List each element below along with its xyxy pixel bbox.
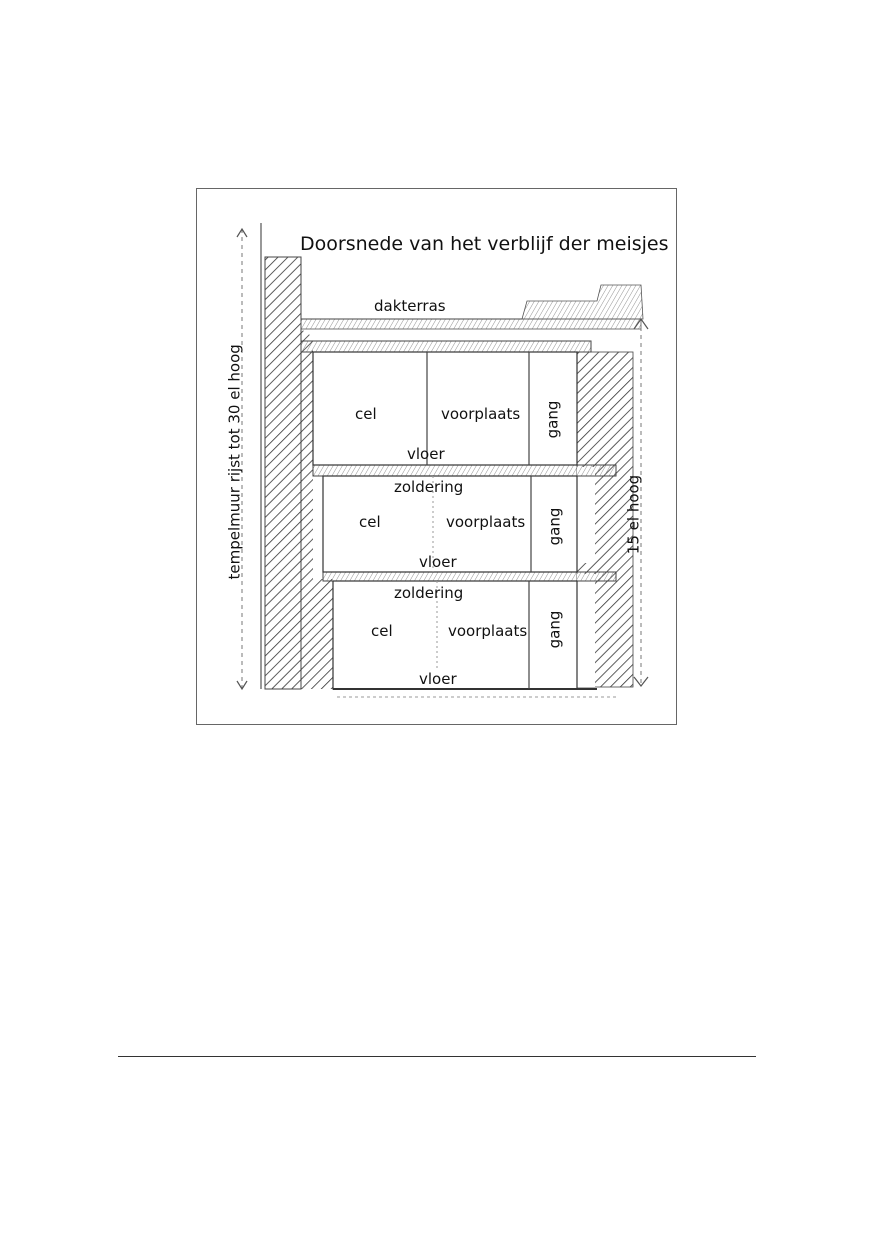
floor-3-zoldering-label: zoldering xyxy=(394,584,464,602)
temple-wall xyxy=(260,223,333,690)
floor-3-voorplaats-label: voorplaats xyxy=(448,622,528,640)
floor-2-voorplaats-label: voorplaats xyxy=(446,513,526,531)
roof-terrace xyxy=(300,284,644,330)
right-dimension-label: 15 el hoog xyxy=(624,474,643,555)
outer-wall-right xyxy=(576,351,634,688)
left-dimension-label: tempelmuur rijst tot 30 el hoog xyxy=(225,344,244,580)
floor-3-gang-label: gang xyxy=(545,610,564,649)
floor-2-gang-label: gang xyxy=(545,507,564,546)
floor-1-vloer-label: vloer xyxy=(407,445,445,463)
dimension-arrows xyxy=(236,227,649,691)
floor-3-cel-label: cel xyxy=(371,622,393,640)
floor-2-zoldering-label: zoldering xyxy=(394,478,464,496)
cross-section-drawing xyxy=(236,223,649,698)
roof-terrace-label: dakterras xyxy=(374,297,446,315)
floor-2-cel-label: cel xyxy=(359,513,381,531)
floor-1-voorplaats-label: voorplaats xyxy=(441,405,521,423)
floor-1-cel-label: cel xyxy=(355,405,377,423)
footnote-rule xyxy=(118,1056,756,1057)
diagram-title: Doorsnede van het verblijf der meisjes xyxy=(300,233,669,255)
room-partitions xyxy=(312,351,578,690)
figure-frame: Doorsnede van het verblijf der meisjes d… xyxy=(196,188,677,725)
floor-1-gang-label: gang xyxy=(543,400,562,439)
floor-3-vloer-label: vloer xyxy=(419,670,457,688)
floor-2-vloer-label: vloer xyxy=(419,553,457,571)
